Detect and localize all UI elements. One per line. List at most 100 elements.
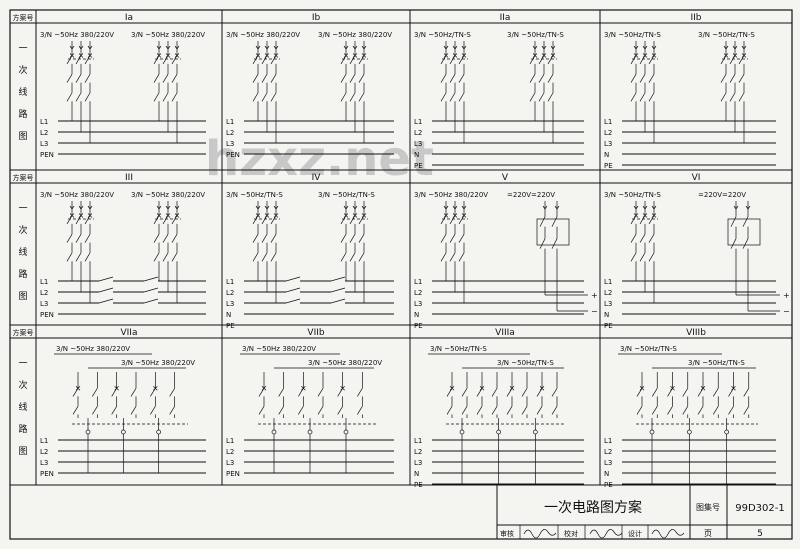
supply-spec: 3/N ~50Hz/TN-S — [226, 191, 283, 199]
switch-blade — [630, 74, 637, 83]
side-caption-char: 次 — [18, 379, 27, 391]
contact-mark — [343, 53, 349, 58]
switch-blade — [66, 215, 73, 225]
switch-blade — [358, 252, 365, 262]
switch-blade — [491, 406, 498, 415]
switch-blade — [162, 215, 169, 225]
switch-blade — [340, 215, 347, 225]
bus-label: L2 — [226, 448, 234, 456]
switch-blade — [667, 388, 673, 397]
signature — [651, 529, 685, 539]
bus-label: N — [414, 470, 419, 478]
bus-label: L2 — [604, 129, 612, 137]
switch-blade — [440, 92, 447, 102]
switch-blade — [171, 215, 178, 225]
switch-blade — [491, 388, 498, 397]
bus-label: L3 — [604, 300, 612, 308]
switch-blade — [738, 92, 745, 102]
contact-mark — [532, 53, 538, 58]
switch-blade — [75, 55, 82, 65]
switch-blade — [84, 252, 91, 262]
switch-blade — [357, 388, 363, 397]
row-header-label: 方案号 — [13, 328, 34, 337]
switch-blade — [150, 388, 156, 397]
switch-blade — [340, 252, 347, 262]
switch-blade — [440, 55, 447, 65]
watermark: hzxz.net — [205, 131, 434, 187]
bus-label: L1 — [226, 118, 234, 126]
tie-switch — [98, 298, 114, 304]
connection-node — [496, 429, 502, 435]
switch-blade — [84, 55, 91, 65]
switch-blade — [261, 92, 268, 102]
switch-blade — [551, 406, 558, 415]
bus-label: PEN — [226, 470, 240, 478]
switch-blade — [358, 234, 365, 243]
switch-blade — [461, 388, 468, 397]
contact-mark — [352, 53, 358, 58]
switch-blade — [639, 234, 646, 243]
contact-mark — [449, 386, 455, 391]
contact-mark — [732, 53, 738, 58]
switch-blade — [458, 55, 465, 65]
switch-blade — [440, 252, 447, 262]
switch-blade — [648, 92, 655, 102]
switch-blade — [153, 55, 160, 65]
switch-blade — [458, 252, 465, 262]
row-header-label: 方案号 — [13, 173, 34, 182]
bus-label: L3 — [40, 300, 48, 308]
supply-spec: 3/N ~50Hz 380/220V — [308, 359, 382, 367]
bus-gap — [286, 278, 300, 284]
switch-blade — [252, 252, 259, 262]
switch-blade — [720, 74, 727, 83]
bus-label: PEN — [40, 311, 54, 319]
switch-blade — [538, 92, 545, 102]
switch-blade — [630, 92, 637, 102]
side-caption-char: 一 — [18, 44, 27, 54]
panel-id: IIb — [690, 13, 701, 23]
switch-blade — [252, 92, 259, 102]
switch-blade — [743, 388, 750, 397]
contact-mark — [273, 53, 279, 58]
contact-mark — [461, 53, 467, 58]
side-caption-char: 一 — [18, 204, 27, 214]
contact-mark — [651, 53, 657, 58]
switch-blade — [171, 234, 178, 243]
switch-blade — [742, 238, 749, 249]
bus-label: L3 — [604, 459, 612, 467]
review-label: 审核 — [500, 529, 514, 538]
switch-blade — [743, 406, 750, 415]
switch-blade — [446, 388, 453, 397]
switch-blade — [252, 234, 259, 243]
dc-minus-label: − — [783, 307, 790, 316]
atlas-number: 99D302-1 — [735, 503, 784, 514]
switch-blade — [539, 216, 546, 227]
switch-blade — [92, 388, 98, 397]
contact-mark — [78, 53, 84, 58]
panel-id: VIIb — [307, 328, 324, 338]
switch-blade — [648, 74, 655, 83]
panel-id: III — [125, 173, 133, 183]
contact-mark — [340, 386, 345, 391]
switch-blade — [270, 252, 277, 262]
switch-blade — [449, 74, 456, 83]
contact-mark — [642, 53, 648, 58]
side-caption-char: 路 — [18, 268, 27, 280]
switch-blade — [630, 215, 637, 225]
bus-label: N — [226, 311, 231, 319]
bus-label: L3 — [40, 140, 48, 148]
switch-blade — [169, 388, 175, 397]
switch-blade — [529, 74, 536, 83]
switch-blade — [682, 406, 689, 415]
bus-label: N — [604, 151, 609, 159]
switch-blade — [458, 234, 465, 243]
bus-label: PEN — [226, 151, 240, 159]
panel-id: Ib — [312, 13, 321, 23]
contact-mark — [479, 386, 485, 391]
switch-blade — [258, 388, 265, 397]
contact-mark — [264, 213, 270, 218]
bus-gap — [144, 289, 158, 295]
switch-blade — [317, 388, 324, 397]
